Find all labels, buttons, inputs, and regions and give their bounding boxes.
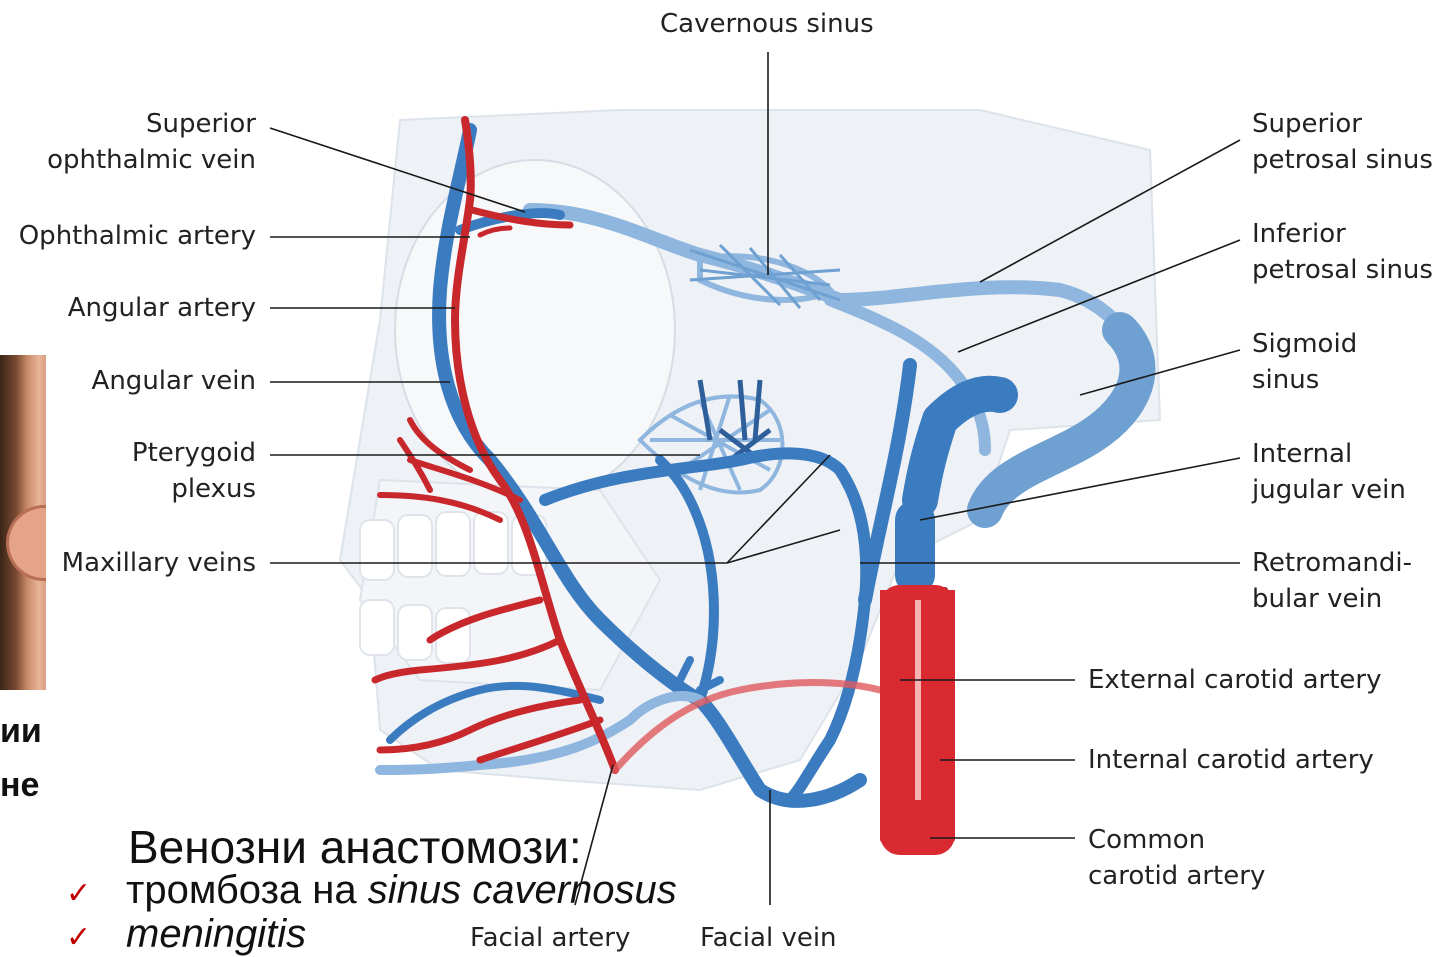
label-line: sinus: [1252, 362, 1357, 398]
label-superior-petrosal-sinus: Superior petrosal sinus: [1252, 106, 1433, 178]
label-internal-carotid-artery: Internal carotid artery: [1088, 742, 1374, 778]
label-line: ophthalmic vein: [47, 142, 256, 178]
label-common-carotid-artery: Common carotid artery: [1088, 822, 1265, 894]
label-line: Common: [1088, 822, 1265, 858]
patient-photo: [0, 355, 46, 690]
checkmark-icon: ✓: [66, 876, 126, 911]
bullet-italic: sinus cavernosus: [368, 868, 677, 912]
label-line: Pterygoid: [132, 435, 256, 471]
label-cavernous-sinus: Cavernous sinus: [660, 6, 874, 42]
label-pterygoid-plexus: Pterygoid plexus: [132, 435, 256, 507]
label-line: Superior: [47, 106, 256, 142]
label-angular-vein: Angular vein: [92, 363, 256, 399]
bullet-text: тромбоза на: [126, 868, 368, 912]
ear-shape: [6, 505, 46, 581]
label-internal-jugular-vein: Internal jugular vein: [1252, 436, 1406, 508]
label-facial-artery: Facial artery: [470, 920, 630, 956]
checkmark-icon: ✓: [66, 920, 126, 955]
label-line: petrosal sinus: [1252, 142, 1433, 178]
label-line: Retromandi-: [1252, 545, 1412, 581]
bullet-item: ✓meningitis: [66, 912, 306, 957]
partial-text-line-2: не: [0, 766, 39, 805]
bullet-item: ✓тромбоза на sinus cavernosus: [66, 868, 677, 913]
label-superior-ophthalmic-vein: Superior ophthalmic vein: [47, 106, 256, 178]
label-facial-vein: Facial vein: [700, 920, 837, 956]
bullet-italic: meningitis: [126, 912, 306, 956]
label-external-carotid-artery: External carotid artery: [1088, 662, 1381, 698]
label-line: petrosal sinus: [1252, 252, 1433, 288]
label-line: Internal: [1252, 436, 1406, 472]
label-retromandibular-vein: Retromandi- bular vein: [1252, 545, 1412, 617]
slide-heading: Венозни анастомози:: [128, 820, 582, 874]
label-maxillary-veins: Maxillary veins: [62, 545, 256, 581]
label-sigmoid-sinus: Sigmoid sinus: [1252, 326, 1357, 398]
label-line: Inferior: [1252, 216, 1433, 252]
label-line: Sigmoid: [1252, 326, 1357, 362]
label-line: carotid artery: [1088, 858, 1265, 894]
label-line: jugular vein: [1252, 472, 1406, 508]
label-line: plexus: [132, 471, 256, 507]
partial-text-line-1: ии: [0, 712, 42, 751]
label-inferior-petrosal-sinus: Inferior petrosal sinus: [1252, 216, 1433, 288]
label-ophthalmic-artery: Ophthalmic artery: [19, 218, 256, 254]
label-line: Superior: [1252, 106, 1433, 142]
label-line: bular vein: [1252, 581, 1412, 617]
label-angular-artery: Angular artery: [68, 290, 256, 326]
